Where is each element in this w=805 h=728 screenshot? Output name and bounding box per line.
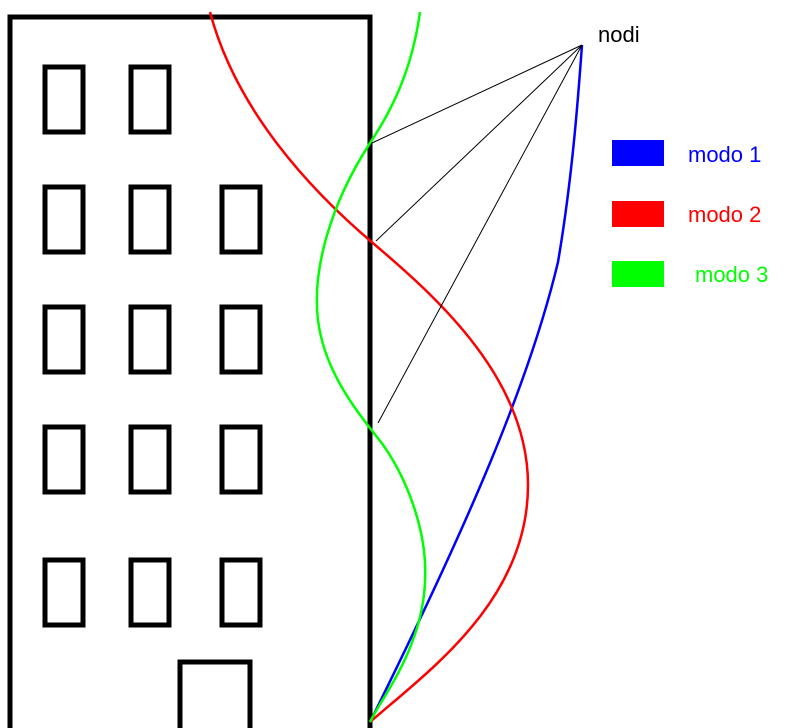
legend: modo 1 modo 2 modo 3 [612,140,768,287]
window [128,304,172,375]
building [7,14,373,728]
pointer-line [371,44,583,144]
mode-1-curve [368,44,584,723]
window [128,424,172,495]
legend-label-modo-3: modo 3 [695,262,768,287]
window [219,557,263,628]
window [128,64,172,135]
legend-swatch-modo-3 [612,261,664,287]
pointer-line [377,44,583,424]
window [42,64,86,135]
window [42,424,86,495]
window [42,184,86,255]
legend-swatch-modo-1 [612,140,664,166]
node-pointer-lines [371,44,583,424]
building-door [177,659,253,728]
legend-label-modo-2: modo 2 [688,202,761,227]
window [219,304,263,375]
legend-swatch-modo-2 [612,201,664,227]
window [42,557,86,628]
window [219,184,263,255]
window [128,184,172,255]
building-outline [7,14,373,728]
window [128,557,172,628]
mode-3-curve [315,11,427,723]
pointer-line [375,44,583,242]
window [42,304,86,375]
building-windows [42,64,263,628]
legend-label-modo-1: modo 1 [688,142,761,167]
nodi-label: nodi [598,22,640,47]
mode-2-curve [208,11,530,723]
window [219,424,263,495]
